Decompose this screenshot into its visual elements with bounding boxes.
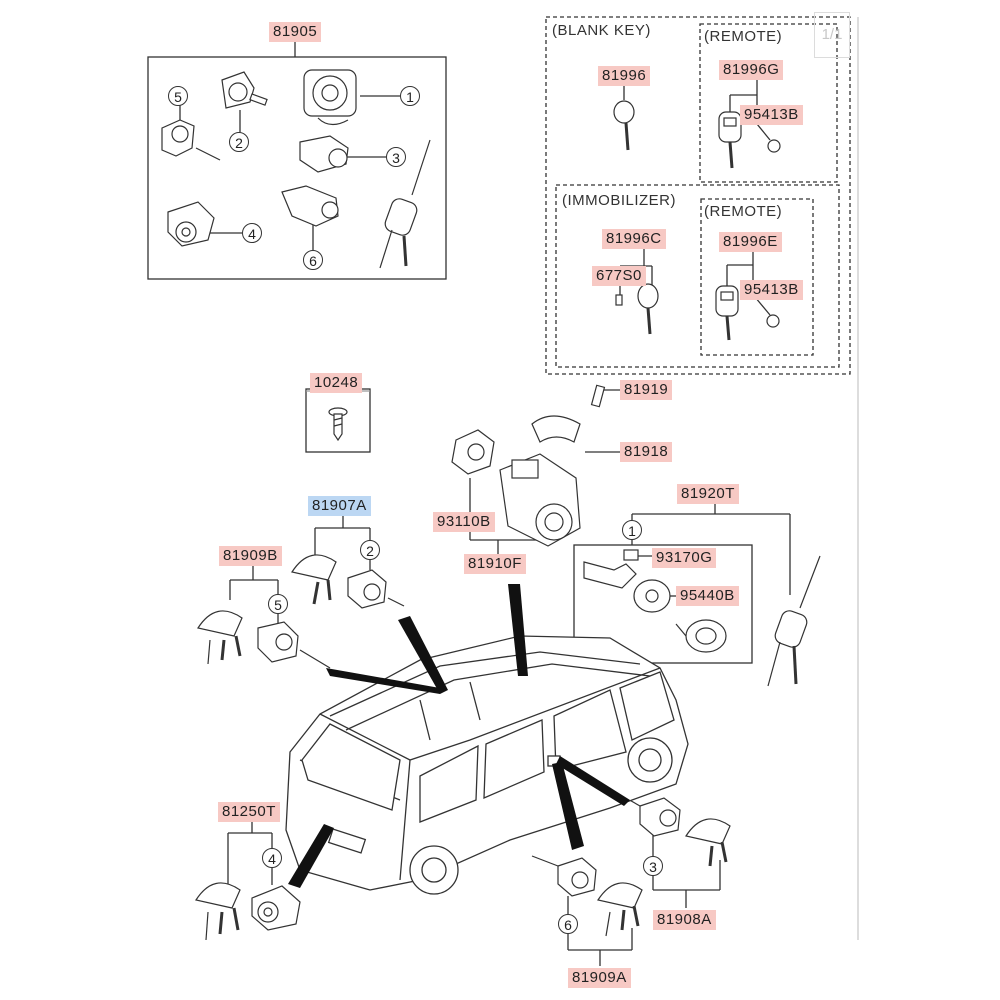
tailgate-lock-sketch xyxy=(251,885,301,931)
part-number-10248[interactable]: 10248 xyxy=(310,373,363,393)
callout-6-right-door: 6 xyxy=(558,914,578,934)
part-number-93170G[interactable]: 93170G xyxy=(652,548,717,568)
side-cylinder-sketch xyxy=(161,119,221,161)
callout-2-top: 2 xyxy=(229,132,249,152)
remote-key-2-sketch xyxy=(715,285,780,341)
front-door-cylinder-sketch xyxy=(347,569,405,609)
callout-4-tailgate: 4 xyxy=(262,848,282,868)
callout-6-top: 6 xyxy=(303,250,323,270)
front-door-key-sketch xyxy=(291,554,337,605)
sliding-door-cylinder-sketch xyxy=(625,797,681,837)
part-number-81918[interactable]: 81918 xyxy=(620,442,673,462)
part-number-81250T[interactable]: 81250T xyxy=(218,802,280,822)
group-label-blank-key: (BLANK KEY) xyxy=(552,22,651,39)
transponder-parts-sketch xyxy=(583,549,727,653)
group-label-immobilizer: (IMMOBILIZER) xyxy=(562,192,676,209)
part-number-81910F[interactable]: 81910F xyxy=(464,554,526,574)
sliding-door-key-sketch xyxy=(685,818,731,867)
part-number-677S0[interactable]: 677S0 xyxy=(592,266,646,286)
immobilizer-key-sketch xyxy=(615,283,659,335)
remote-key-sketch xyxy=(718,111,781,169)
part-number-81907A[interactable]: 81907A xyxy=(308,496,371,516)
group-label-remote-1: (REMOTE) xyxy=(704,28,783,45)
tailgate-key-sketch xyxy=(195,882,241,941)
callout-1-transponder: 1 xyxy=(622,520,642,540)
part-number-81909A[interactable]: 81909A xyxy=(568,968,631,988)
key-pair-sketch xyxy=(379,139,431,269)
callout-1-top: 1 xyxy=(400,86,420,106)
callout-5-top: 5 xyxy=(168,86,188,106)
left-door-key-sketch xyxy=(197,610,243,665)
transponder-box xyxy=(573,544,753,664)
group-label-remote-2: (REMOTE) xyxy=(704,203,783,220)
part-number-81905[interactable]: 81905 xyxy=(269,22,322,42)
ignition-cylinder-sketch xyxy=(303,69,357,126)
vehicle-sketch xyxy=(285,635,689,895)
part-number-81996C[interactable]: 81996C xyxy=(602,229,666,249)
tailgate-cylinder-sketch xyxy=(299,135,349,173)
door-cylinder-sketch xyxy=(221,71,268,109)
blank-key-sketch xyxy=(613,100,635,151)
key-groups-frame xyxy=(545,16,851,375)
part-number-81919[interactable]: 81919 xyxy=(620,380,673,400)
page-indicator: 1/1 xyxy=(814,12,850,58)
left-door-cylinder-sketch xyxy=(257,621,331,669)
right-door-key-sketch xyxy=(597,882,643,937)
part-number-81996G[interactable]: 81996G xyxy=(719,60,784,80)
part-number-81909B[interactable]: 81909B xyxy=(219,546,282,566)
slide-cylinder-sketch xyxy=(281,185,339,227)
part-number-93110B[interactable]: 93110B xyxy=(433,512,495,532)
callout-2-front-door: 2 xyxy=(360,540,380,560)
transponder-key-pair-sketch xyxy=(767,555,821,687)
part-number-95440B[interactable]: 95440B xyxy=(676,586,739,606)
callout-4-top: 4 xyxy=(242,223,262,243)
part-number-81920T[interactable]: 81920T xyxy=(677,484,739,504)
callout-5-left-door: 5 xyxy=(268,594,288,614)
right-door-cylinder-sketch xyxy=(531,855,597,897)
steering-lock-assembly-sketch xyxy=(451,384,606,547)
rear-lock-sketch xyxy=(167,201,215,247)
part-number-81996[interactable]: 81996 xyxy=(598,66,651,86)
screw-sketch xyxy=(328,407,348,442)
lock-set-box xyxy=(147,56,447,280)
part-number-95413B-remote[interactable]: 95413B xyxy=(740,105,803,125)
callout-3-top: 3 xyxy=(386,147,406,167)
pointer-arrows xyxy=(288,584,630,888)
callout-3-sliding-door: 3 xyxy=(643,856,663,876)
part-number-81908A[interactable]: 81908A xyxy=(653,910,716,930)
part-number-95413B-remote-2[interactable]: 95413B xyxy=(740,280,803,300)
part-number-81996E[interactable]: 81996E xyxy=(719,232,782,252)
